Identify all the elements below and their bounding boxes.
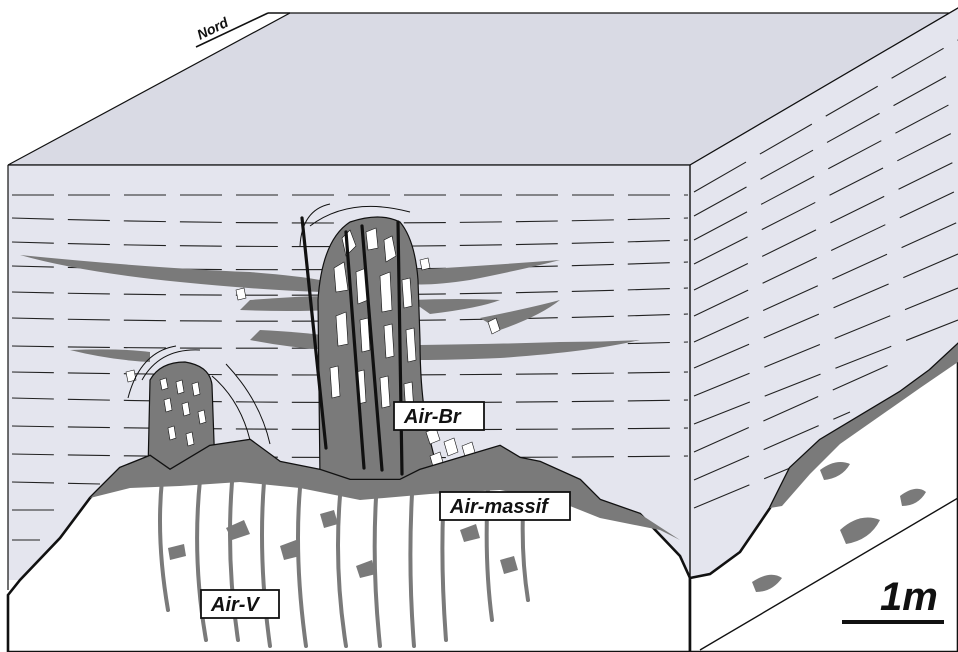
scale-label: 1m [880, 575, 938, 619]
label-air-br: Air-Br [394, 402, 484, 430]
label-air-massif-text: Air-massif [449, 496, 550, 518]
label-air-br-text: Air-Br [403, 406, 462, 428]
label-air-massif: Air-massif [440, 492, 570, 520]
label-air-v: Air-V [201, 590, 279, 618]
label-air-v-text: Air-V [210, 594, 260, 616]
